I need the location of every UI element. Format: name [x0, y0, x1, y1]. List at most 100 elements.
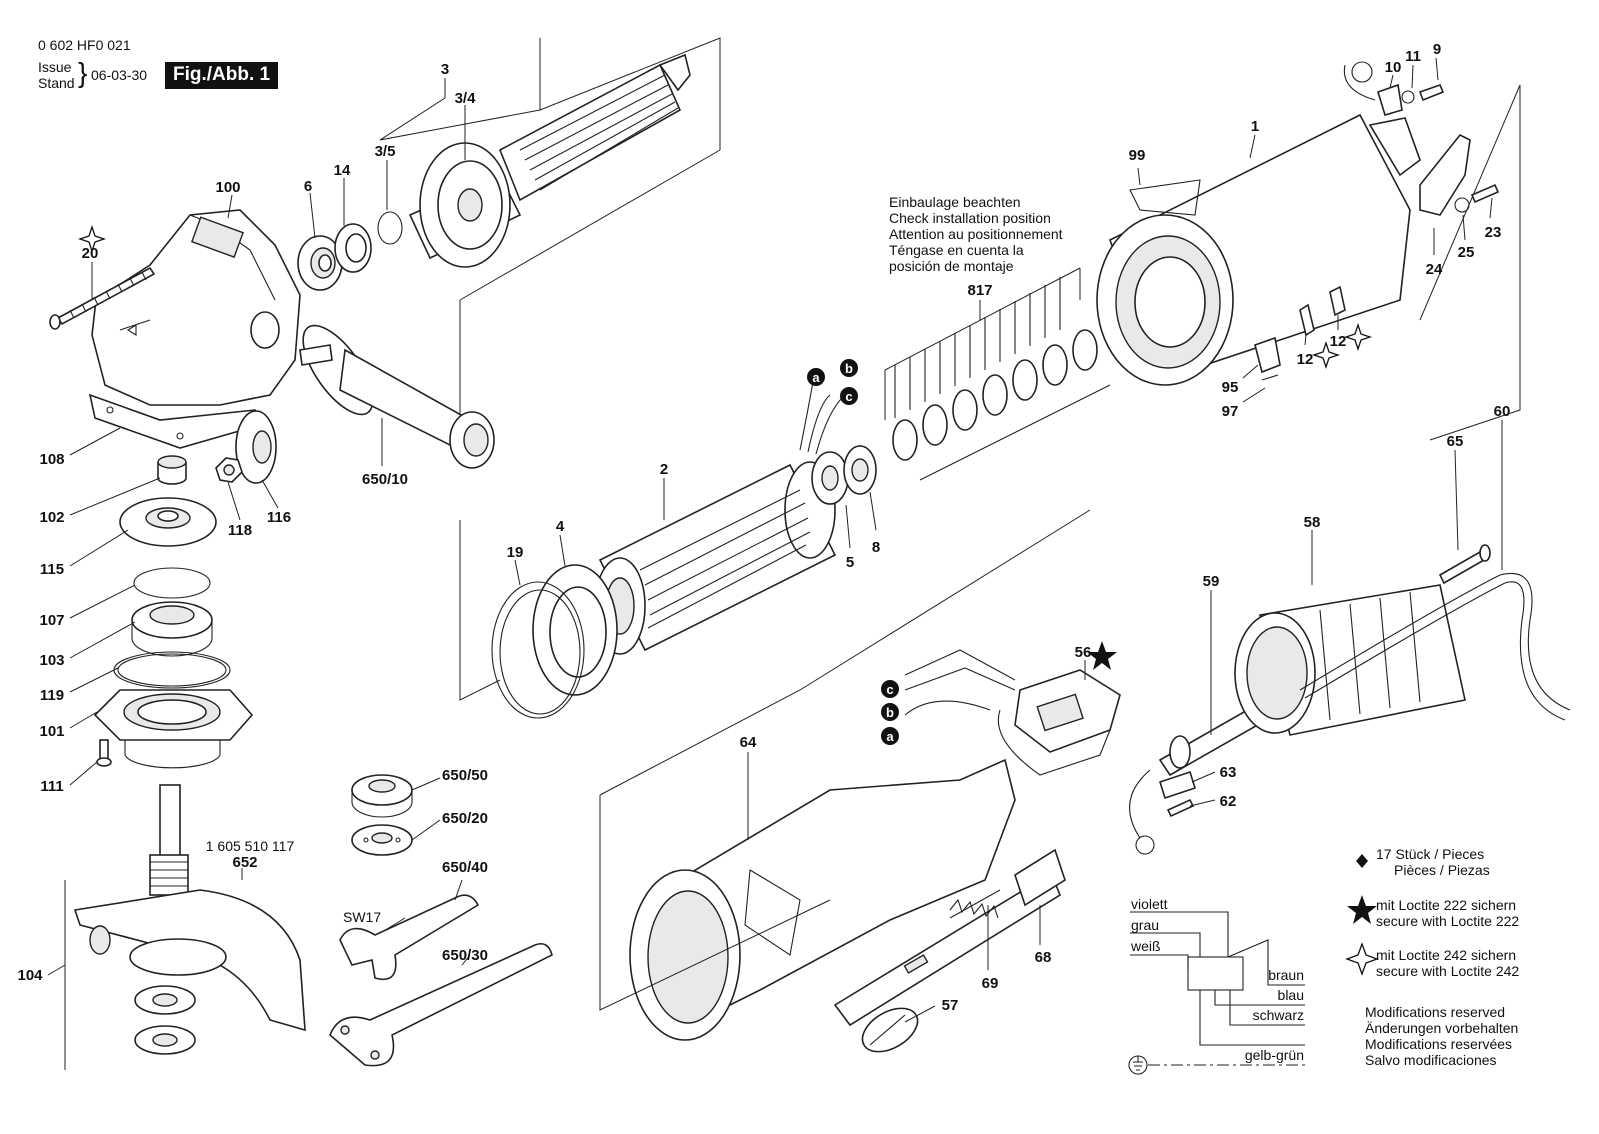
callout-119: 119: [40, 687, 64, 704]
screw-20: [49, 266, 156, 330]
screw-111: [96, 739, 112, 767]
callout-64: 64: [740, 734, 757, 751]
flange-650-20: [351, 824, 413, 856]
flange-nut-assembly: [134, 985, 196, 1055]
wire-letter-b-bottom: b: [886, 705, 894, 720]
o-ring-119: [113, 651, 231, 689]
callout-6: 6: [304, 178, 312, 195]
callout-650-10: 650/10: [362, 471, 408, 488]
callout-650-30: 650/30: [442, 947, 488, 964]
handle-housing-64: [599, 509, 1091, 1041]
wire-weiss: weiß: [1130, 938, 1161, 954]
screw-65: [1438, 544, 1491, 585]
bevel-gear-115: [119, 497, 217, 547]
callout-4: 4: [556, 518, 565, 535]
callout-3-5: 3/5: [375, 143, 396, 160]
loctite-242-marker-12b: [1343, 322, 1373, 352]
issue-date: 06-03-30: [91, 67, 148, 83]
wire-grau: grau: [1131, 917, 1159, 933]
callout-9: 9: [1433, 41, 1441, 58]
wire-letter-a-bottom: a: [886, 729, 894, 744]
callout-23: 23: [1485, 224, 1502, 241]
legend-star-line1: mit Loctite 222 sichern: [1376, 897, 1516, 913]
issue-label: Issue: [38, 59, 72, 75]
wire-gelb-gruen: gelb-grün: [1245, 1047, 1304, 1063]
clamp-24-25-23: [1419, 133, 1500, 216]
callout-650-50: 650/50: [442, 767, 488, 784]
callout-102: 102: [39, 509, 64, 526]
callout-62: 62: [1220, 793, 1237, 810]
callout-2: 2: [660, 461, 668, 478]
callout-104: 104: [17, 967, 43, 984]
install-note-de: Einbaulage beachten: [889, 194, 1021, 210]
fan-baffle-4: [532, 564, 618, 696]
needle-bearing-102: [157, 455, 187, 485]
callout-116: 116: [267, 509, 291, 526]
figure-label: Fig./Abb. 1: [165, 62, 279, 89]
callout-65: 65: [1447, 433, 1464, 450]
callout-95: 95: [1222, 379, 1239, 396]
modifications-en: Modifications reserved: [1365, 1004, 1505, 1020]
star-icon: [1347, 895, 1377, 924]
flange-nut-650-50: [351, 774, 413, 818]
callout-108: 108: [39, 451, 64, 468]
modifications-notice: Modifications reserved Änderungen vorbeh…: [1365, 1004, 1518, 1068]
wiring-labels: violett grau weiß braun blau schwarz gel…: [1130, 896, 1304, 1063]
spring-ring-19: [491, 581, 585, 719]
callout-652: 652: [232, 854, 257, 871]
wrench-size-label: SW17: [343, 909, 381, 925]
callout-20: 20: [82, 245, 99, 262]
modifications-de: Änderungen vorbehalten: [1365, 1020, 1518, 1036]
callout-58: 58: [1304, 514, 1321, 531]
wire-braun: braun: [1268, 967, 1304, 983]
loctite-242-marker-12a: [1311, 340, 1341, 370]
callout-25: 25: [1458, 244, 1475, 261]
wire-violett: violett: [1131, 896, 1168, 912]
wire-blau: blau: [1278, 987, 1304, 1003]
modifications-fr: Modifications reservées: [1365, 1036, 1512, 1052]
callout-118: 118: [228, 522, 252, 539]
switch-actuator-68: [833, 848, 1066, 1027]
four-point-star-icon: [1345, 942, 1379, 976]
callout-107: 107: [39, 612, 64, 629]
legend-diamond-line2: Pièces / Piezas: [1394, 862, 1490, 878]
callout-12-b: 12: [1330, 333, 1347, 350]
callout-63: 63: [1220, 764, 1237, 781]
bearing-5-8: [811, 445, 877, 505]
brace-glyph: }: [78, 57, 88, 88]
callout-1: 1: [1251, 118, 1259, 135]
mains-cable-60: [1299, 573, 1571, 721]
modifications-es: Salvo modificaciones: [1365, 1052, 1497, 1068]
switch-56: [997, 669, 1121, 776]
legend: 17 Stück / Pieces Pièces / Piezas mit Lo…: [1345, 846, 1519, 979]
ring-14: [334, 223, 372, 273]
gear-housing-100: [91, 209, 301, 406]
handle-650-10: [299, 324, 495, 469]
spindle-3-4: [408, 53, 691, 268]
leader-lines: [47, 57, 1503, 1023]
switch-wires: c b a: [881, 649, 1016, 745]
protective-guard-652: [73, 889, 306, 1032]
retaining-ring-3-5: [377, 211, 403, 245]
callout-60: 60: [1494, 403, 1511, 420]
callout-3: 3: [441, 61, 449, 78]
ball-bearing-6: [297, 235, 343, 291]
callout-10: 10: [1385, 59, 1402, 76]
callout-100: 100: [215, 179, 240, 196]
callout-8: 8: [872, 539, 880, 556]
callout-56: 56: [1075, 644, 1092, 661]
install-note-fr: Attention au positionnement: [889, 226, 1063, 242]
callout-14: 14: [334, 162, 351, 179]
install-note-en: Check installation position: [889, 210, 1051, 226]
stand-label: Stand: [38, 75, 75, 91]
diamond-icon: [1356, 854, 1368, 868]
install-note-es-1: Téngase en cuenta la: [889, 242, 1024, 258]
callout-57: 57: [942, 997, 959, 1014]
legend-diamond-line1: 17 Stück / Pieces: [1376, 846, 1484, 862]
loctite-222-marker-56: [1087, 641, 1117, 670]
callout-24: 24: [1426, 261, 1443, 278]
callout-labels: 100 20 3 3/4 3/5 14 6 650/10 108 102 115…: [17, 41, 1510, 1014]
callout-115: 115: [40, 561, 64, 578]
